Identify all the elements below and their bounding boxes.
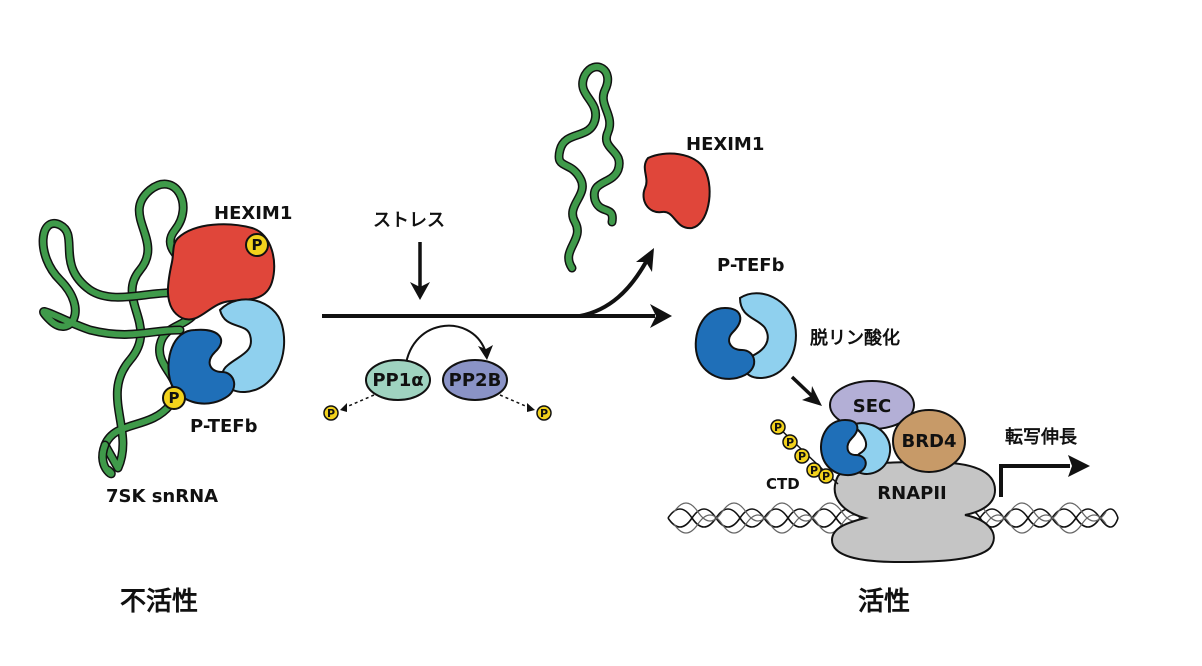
ptefb-free-dark xyxy=(694,306,756,380)
inactive-state-label: 不活性 xyxy=(120,587,198,617)
phospho-label: P xyxy=(327,407,335,420)
recruit-arrow-line xyxy=(790,375,814,398)
phospho-label: P xyxy=(540,407,548,420)
pp2b-enzyme: PP2B xyxy=(442,359,508,401)
ptefb-inactive-label: P-TEFb xyxy=(190,416,258,437)
pp1a-label: PP1α xyxy=(372,370,423,391)
ctd-label: CTD xyxy=(766,475,800,493)
hexim1-free-shape xyxy=(642,152,711,230)
sec-label: SEC xyxy=(853,396,891,417)
main-arrow-head xyxy=(650,304,672,328)
release-dash-left xyxy=(343,394,375,409)
ctd-phospho-chain: P P P P P xyxy=(770,419,839,485)
phospho-label: P xyxy=(774,421,782,434)
pp2b-label: PP2B xyxy=(449,370,502,391)
hexim1-free-label: HEXIM1 xyxy=(686,134,764,155)
enzyme-curve-arrow xyxy=(404,324,486,373)
recruit-arrow-head xyxy=(802,386,822,406)
branch-arrow-head xyxy=(636,248,654,272)
brd4-label: BRD4 xyxy=(901,431,956,452)
release-head-left xyxy=(340,403,347,412)
branch-arrow-line xyxy=(579,261,648,318)
elongation-label: 転写伸長 xyxy=(1005,426,1078,448)
release-head-right xyxy=(527,403,535,412)
phospho-label: P xyxy=(786,436,794,449)
7sk-snrna-strand xyxy=(38,179,205,479)
inactive-complex: P P HEXIM1 P-TEFb 7SK snRNA 不活性 xyxy=(38,179,292,617)
sec-complex: SEC xyxy=(829,380,915,430)
phospho-label: P xyxy=(798,450,806,463)
hexim1-inactive-label: HEXIM1 xyxy=(214,203,292,224)
ptefb-bound-dark xyxy=(820,418,867,477)
stress-label: ストレス xyxy=(373,210,445,231)
released-7sk-snrna xyxy=(554,62,624,273)
active-side: HEXIM1 P-TEFb 脱リン酸化 RNAPII SEC BRD4 xyxy=(554,62,1119,617)
active-state-label: 活性 xyxy=(858,587,910,617)
ptefb-free-label: P-TEFb xyxy=(717,255,785,276)
release-dash-right xyxy=(499,394,531,409)
stress-arrow-head xyxy=(410,282,430,300)
phospho-label: P xyxy=(169,389,180,407)
rnapii-label: RNAPII xyxy=(877,483,946,504)
rnapii-shape xyxy=(830,460,997,564)
brd4-protein: BRD4 xyxy=(892,409,966,473)
phospho-group-hexim1: P xyxy=(245,233,269,257)
released-phospho-right: P xyxy=(536,405,552,421)
elongation-arrow xyxy=(999,464,1070,497)
phospho-label: P xyxy=(822,470,830,483)
elongation-arrow-head xyxy=(1068,455,1090,477)
ptefb-inactive-dark xyxy=(167,328,236,405)
phospho-label: P xyxy=(252,236,263,254)
dephosphorylation-label: 脱リン酸化 xyxy=(810,327,900,349)
7sk-snrna-label: 7SK snRNA xyxy=(106,486,218,507)
phospho-label: P xyxy=(810,464,818,477)
released-phospho-left: P xyxy=(323,405,339,421)
enzyme-curve-head xyxy=(478,345,493,360)
pp1a-enzyme: PP1α xyxy=(365,359,431,401)
phospho-group-ptefb: P xyxy=(162,386,186,410)
transition: ストレス PP1α PP2B P P xyxy=(322,210,672,421)
